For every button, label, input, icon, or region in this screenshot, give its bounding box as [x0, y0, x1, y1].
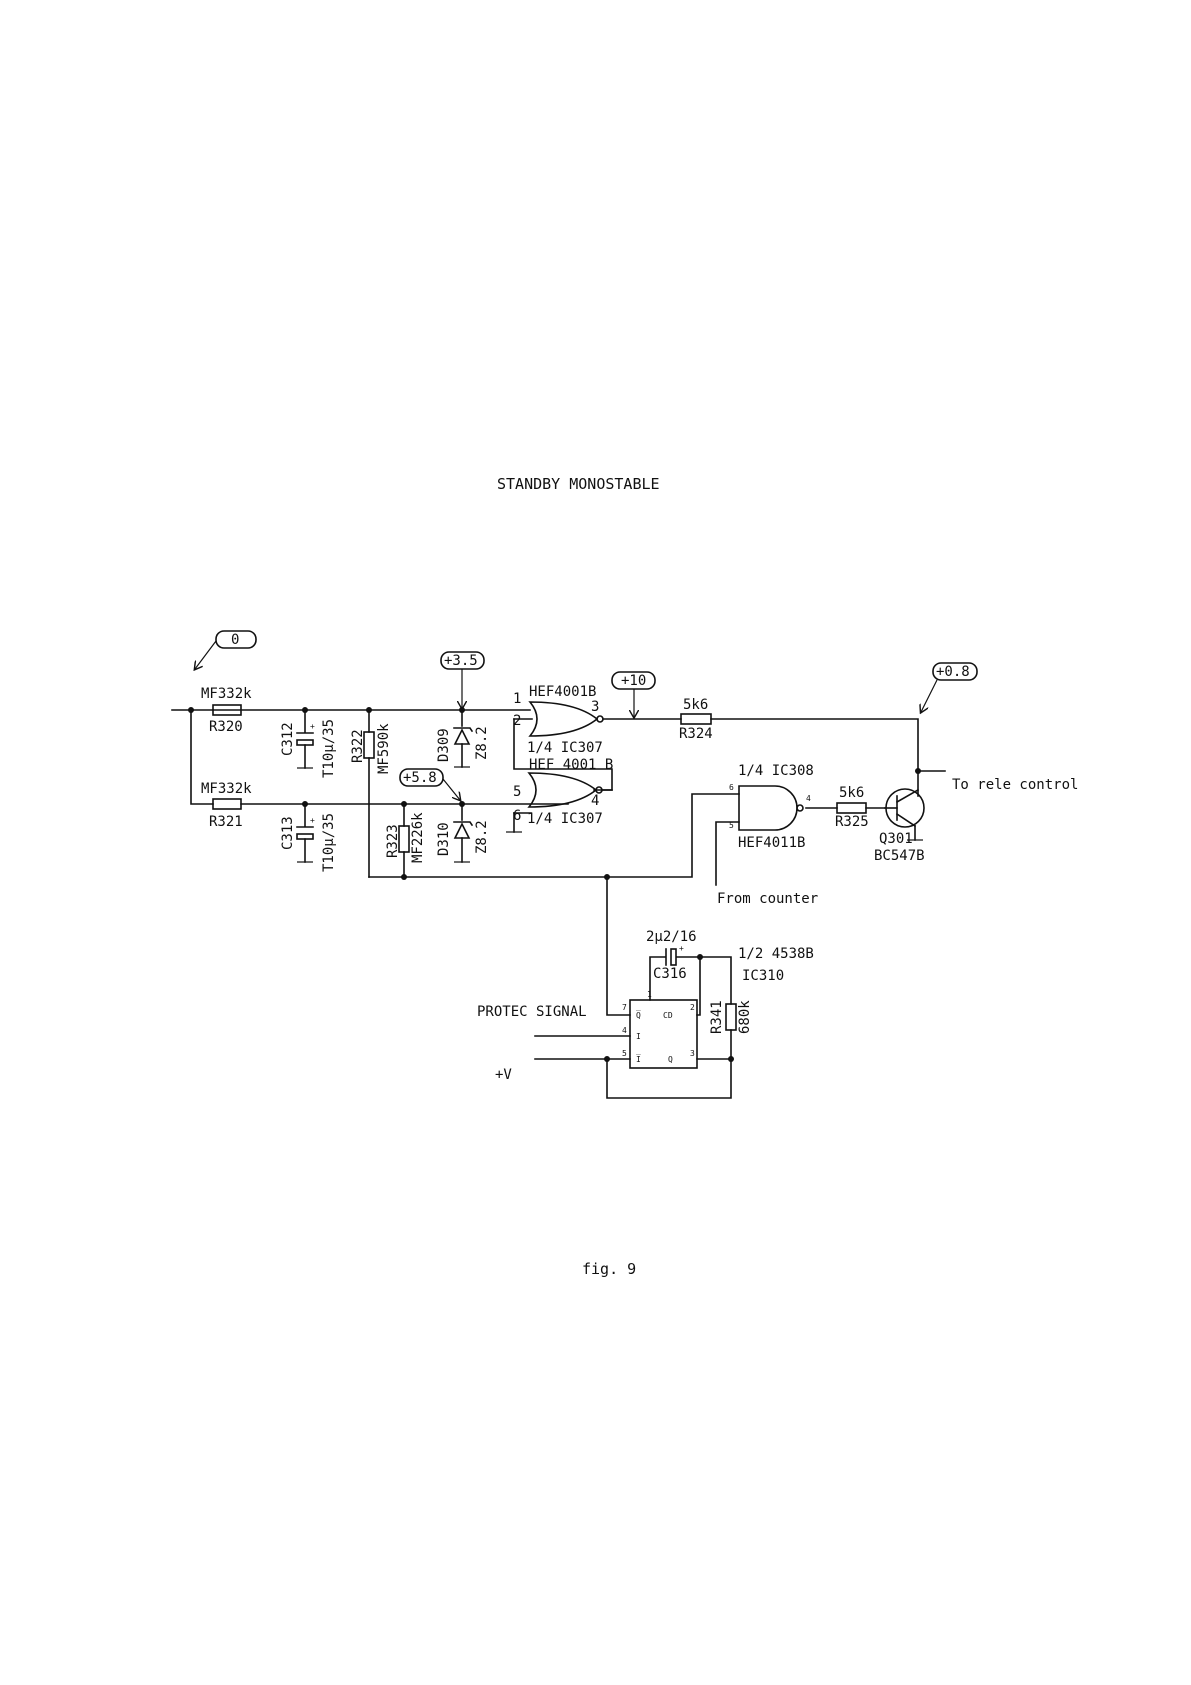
svg-text:2: 2 — [690, 1003, 695, 1012]
svg-text:I̅: I̅ — [636, 1054, 641, 1064]
transistor-q301: Q301 BC547B — [874, 788, 925, 864]
svg-text:HEF4001B: HEF4001B — [529, 684, 596, 700]
svg-text:R321: R321 — [209, 814, 243, 830]
svg-text:+5.8: +5.8 — [403, 770, 437, 786]
nor-gate-1: HEF4001B 1/4 IC307 1 2 3 — [513, 684, 604, 756]
svg-text:Z8.2: Z8.2 — [474, 820, 490, 854]
test-point-10v: +10 — [611, 671, 656, 717]
svg-text:7: 7 — [622, 1003, 627, 1012]
svg-text:1/4 IC308: 1/4 IC308 — [738, 763, 814, 779]
svg-text:Z8.2: Z8.2 — [474, 726, 490, 760]
junctions — [188, 707, 921, 1062]
resistor-r321: MF332k R321 — [201, 781, 252, 830]
svg-text:5k6: 5k6 — [683, 697, 708, 713]
svg-text:4: 4 — [622, 1026, 627, 1035]
svg-text:5: 5 — [513, 784, 521, 800]
ic310-monostable: 1/2 4538B IC310 7 4 5 1 2 3 Q̅ CD I I̅ Q — [622, 946, 814, 1069]
svg-text:1/4 IC307: 1/4 IC307 — [527, 811, 603, 827]
svg-text:1/2 4538B: 1/2 4538B — [738, 946, 814, 962]
svg-text:T10µ/35: T10µ/35 — [321, 813, 337, 872]
test-point-5v8: +5.8 — [399, 768, 460, 800]
svg-text:R320: R320 — [209, 719, 243, 735]
zener-d310: D310 Z8.2 — [436, 820, 490, 856]
svg-text:4: 4 — [806, 794, 811, 803]
svg-text:HEF4011B: HEF4011B — [738, 835, 805, 851]
svg-text:Q301: Q301 — [879, 831, 913, 847]
test-point-0: 0 — [195, 630, 257, 669]
nand-gate-ic308: 1/4 IC308 HEF4011B 6 5 4 — [729, 763, 814, 851]
svg-text:D310: D310 — [436, 822, 452, 856]
svg-text:D309: D309 — [436, 728, 452, 762]
figure-caption: fig. 9 — [582, 1260, 636, 1278]
resistor-r323: R323 MF226k — [385, 812, 426, 863]
nor-gate-2: HEF 4001 B 1/4 IC307 5 6 4 — [513, 757, 613, 827]
svg-text:CD: CD — [663, 1011, 673, 1020]
svg-text:+3.5: +3.5 — [444, 653, 478, 669]
svg-text:+0.8: +0.8 — [936, 664, 970, 680]
svg-text:R341: R341 — [709, 1000, 725, 1034]
svg-text:+: + — [310, 816, 315, 825]
svg-text:MF332k: MF332k — [201, 686, 252, 702]
svg-text:1/4 IC307: 1/4 IC307 — [527, 740, 603, 756]
resistor-r325: 5k6 R325 — [835, 785, 869, 830]
svg-text:C313: C313 — [280, 816, 296, 850]
svg-text:R324: R324 — [679, 726, 713, 742]
svg-text:I: I — [636, 1032, 641, 1041]
capacitor-c316: + 2µ2/16 C316 — [646, 929, 697, 982]
schematic-title: STANDBY MONOSTABLE — [497, 475, 660, 493]
test-point-0v8: +0.8 — [921, 662, 978, 712]
label-from-counter: From counter — [717, 891, 818, 907]
capacitor-c313: + C313 T10µ/35 — [280, 813, 337, 872]
svg-text:3: 3 — [591, 699, 599, 715]
svg-text:2µ2/16: 2µ2/16 — [646, 929, 697, 945]
svg-text:6: 6 — [513, 808, 521, 824]
label-vplus: +V — [495, 1067, 512, 1083]
svg-text:C312: C312 — [280, 722, 296, 756]
svg-text:4: 4 — [591, 793, 599, 809]
capacitor-c312: + C312 T10µ/35 — [280, 719, 337, 778]
svg-text:2: 2 — [513, 713, 521, 729]
resistor-r324: 5k6 R324 — [679, 697, 713, 742]
svg-text:R323: R323 — [385, 824, 401, 858]
svg-text:MF332k: MF332k — [201, 781, 252, 797]
svg-text:5: 5 — [729, 821, 734, 830]
svg-text:T10µ/35: T10µ/35 — [321, 719, 337, 778]
label-protec-signal: PROTEC SIGNAL — [477, 1004, 587, 1020]
test-point-3v5: +3.5 — [440, 651, 485, 708]
svg-text:0: 0 — [231, 632, 239, 648]
svg-text:MF590k: MF590k — [376, 723, 392, 774]
svg-text:BC547B: BC547B — [874, 848, 925, 864]
svg-text:5k6: 5k6 — [839, 785, 864, 801]
svg-text:R325: R325 — [835, 814, 869, 830]
svg-text:R322: R322 — [350, 729, 366, 763]
svg-text:680k: 680k — [737, 1000, 753, 1034]
resistor-r341: R341 680k — [709, 1000, 753, 1034]
svg-text:1: 1 — [513, 691, 521, 707]
resistor-r322: R322 MF590k — [350, 723, 392, 774]
svg-text:IC310: IC310 — [742, 968, 784, 984]
svg-text:6: 6 — [729, 783, 734, 792]
svg-text:C316: C316 — [653, 966, 687, 982]
svg-text:1: 1 — [647, 990, 652, 999]
svg-text:MF226k: MF226k — [410, 812, 426, 863]
svg-text:Q̅: Q̅ — [636, 1010, 641, 1020]
svg-text:3: 3 — [690, 1049, 695, 1058]
zener-d309: D309 Z8.2 — [436, 726, 490, 762]
wires — [171, 709, 946, 1099]
svg-text:5: 5 — [622, 1049, 627, 1058]
svg-text:+: + — [310, 722, 315, 731]
svg-text:+10: +10 — [621, 673, 646, 689]
svg-text:Q: Q — [668, 1055, 673, 1064]
svg-text:HEF 4001 B: HEF 4001 B — [529, 757, 613, 773]
svg-text:+: + — [679, 944, 684, 953]
resistor-r320: MF332k R320 — [201, 686, 252, 735]
label-to-relay-control: To rele control — [952, 777, 1078, 793]
